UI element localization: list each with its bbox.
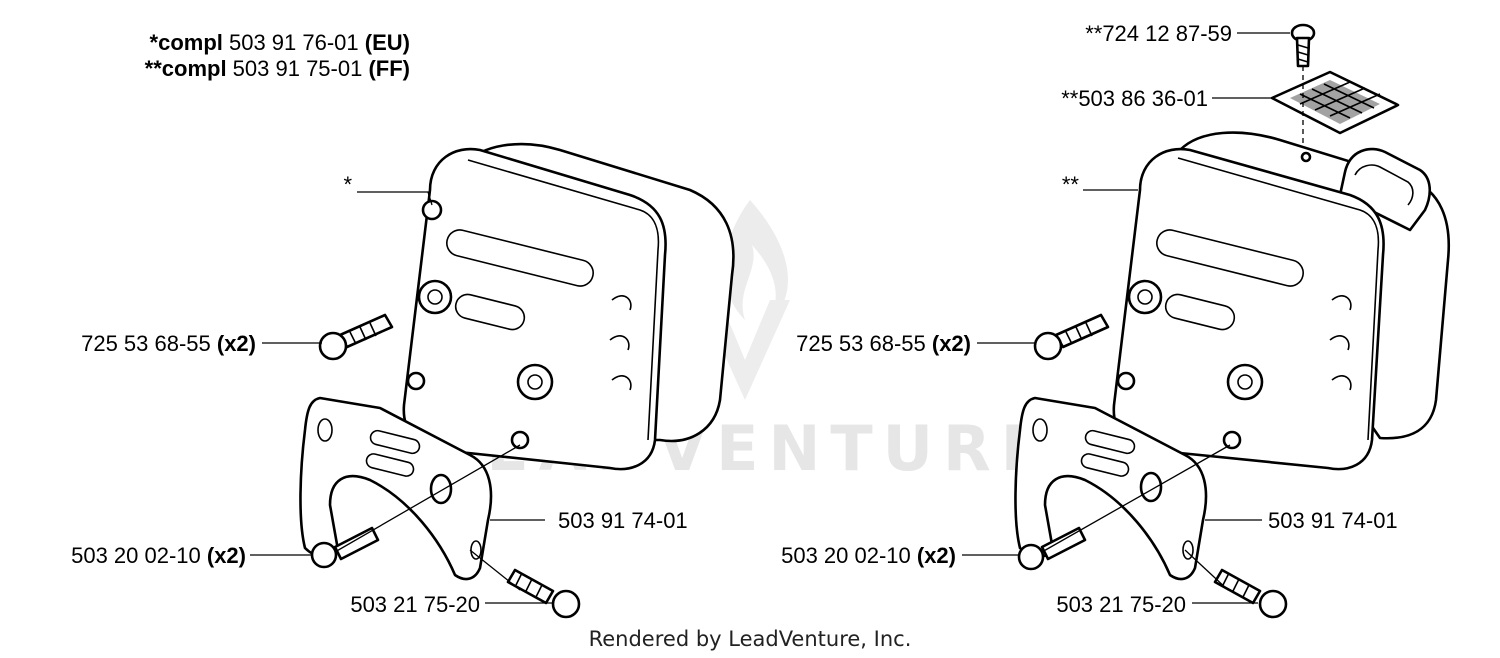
right-bolt-503-20 bbox=[1017, 526, 1087, 571]
right-muffler-callout: ** bbox=[1062, 172, 1080, 197]
right-bottom-screw-503-21 bbox=[1213, 568, 1288, 619]
watermark-flame-icon bbox=[724, 200, 788, 325]
left-muffler bbox=[402, 142, 735, 471]
left-muffler-callout: * bbox=[343, 172, 352, 197]
left-bracket bbox=[299, 396, 493, 581]
right-assembly: **724 12 87-59 **503 86 36-01 ** 725 53 … bbox=[781, 21, 1450, 619]
footer-credit: Rendered by LeadVenture, Inc. bbox=[589, 627, 912, 651]
right-screen-503-86 bbox=[1270, 66, 1400, 160]
left-screw-725 bbox=[318, 313, 394, 361]
left-bottom-screw-label: 503 21 75-20 bbox=[350, 592, 480, 617]
left-bolt-label: 503 20 02-10 (x2) bbox=[71, 543, 246, 568]
right-bottom-screw-label: 503 21 75-20 bbox=[1056, 592, 1186, 617]
right-bracket-label: 503 91 74-01 bbox=[1268, 508, 1398, 533]
right-top-screw-724 bbox=[1290, 23, 1316, 68]
right-top-screw-label: **724 12 87-59 bbox=[1085, 21, 1232, 46]
left-assembly: * 725 53 68-55 (x2) 503 91 74-01 503 20 … bbox=[71, 142, 735, 619]
left-bracket-label: 503 91 74-01 bbox=[558, 508, 688, 533]
left-screw-label: 725 53 68-55 (x2) bbox=[81, 331, 256, 356]
right-muffler bbox=[1112, 131, 1450, 471]
right-bolt-label: 503 20 02-10 (x2) bbox=[781, 543, 956, 568]
compl-ff-label: **compl 503 91 75-01 (FF) bbox=[145, 56, 410, 81]
left-bottom-screw-503-21 bbox=[506, 568, 581, 619]
right-screw-label: 725 53 68-55 (x2) bbox=[796, 331, 971, 356]
right-screw-725 bbox=[1033, 313, 1110, 361]
compl-eu-label: *compl 503 91 76-01 (EU) bbox=[150, 30, 410, 55]
right-screen-label: **503 86 36-01 bbox=[1061, 86, 1208, 111]
